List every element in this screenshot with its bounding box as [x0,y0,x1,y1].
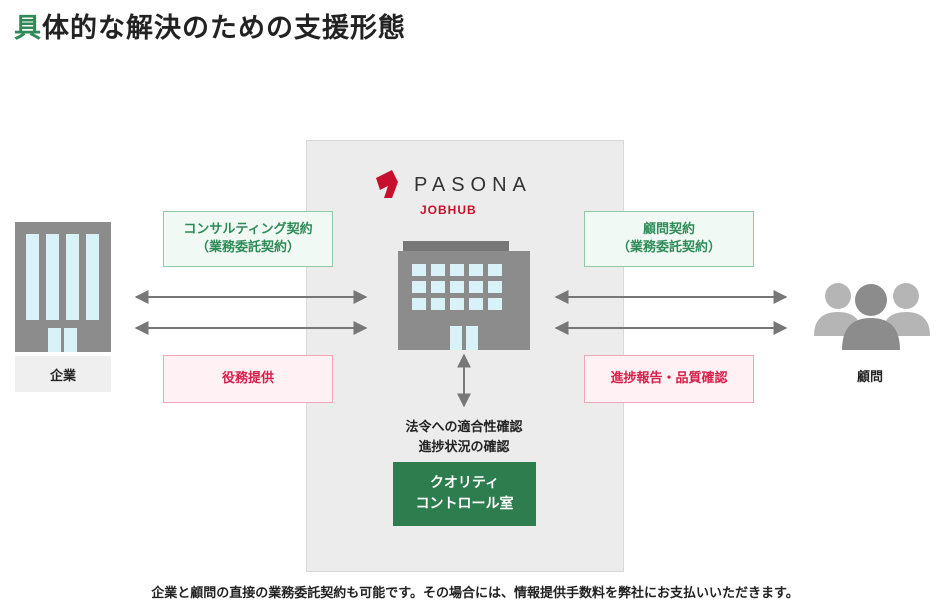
qc-room-box: クオリティ コントロール室 [393,462,536,526]
left-service-box: 役務提供 [163,355,333,403]
left-contract-line2: （業務委託契約） [195,240,300,255]
page-title: 具体的な解決のための支援形態 [14,6,406,45]
checks-line1: 法令への適合性確認 [405,420,523,435]
left-contract-box: コンサルティング契約 （業務委託契約） [163,211,333,267]
qc-room-line1: クオリティ [429,475,500,491]
page-title-accent: 具 [14,13,42,44]
footer-note: 企業と顧問の直接の業務委託契約も可能です。その場合には、情報提供手数料を弊社にお… [151,586,799,601]
office-building-icon [15,222,111,352]
right-contract-line1: 顧問契約 [642,222,695,238]
company-building-icon [398,241,530,350]
right-report-text: 進捗報告・品質確認 [610,371,728,387]
checks-line2: 進捗状況の確認 [418,440,510,456]
right-contract-line2: （業務委託契約） [616,240,721,255]
left-service-text: 役務提供 [221,371,274,387]
right-contract-box: 顧問契約 （業務委託契約） [584,211,754,267]
checks-text: 法令への適合性確認 進捗状況の確認 [384,418,544,458]
brand-name: PASONA [414,174,532,196]
people-group-icon [814,283,930,350]
left-contract-line1: コンサルティング契約 [183,222,313,238]
left-party-label: 企業 [15,356,111,392]
page-title-rest: 体的な解決のための支援形態 [42,13,406,44]
right-party-label: 顧問 [857,370,884,385]
left-party-label-text: 企業 [49,368,76,384]
pasona-logo-icon [376,170,398,198]
qc-room-line2: コントロール室 [415,496,514,512]
brand-subname: JOBHUB [420,203,477,217]
right-report-box: 進捗報告・品質確認 [584,355,754,403]
